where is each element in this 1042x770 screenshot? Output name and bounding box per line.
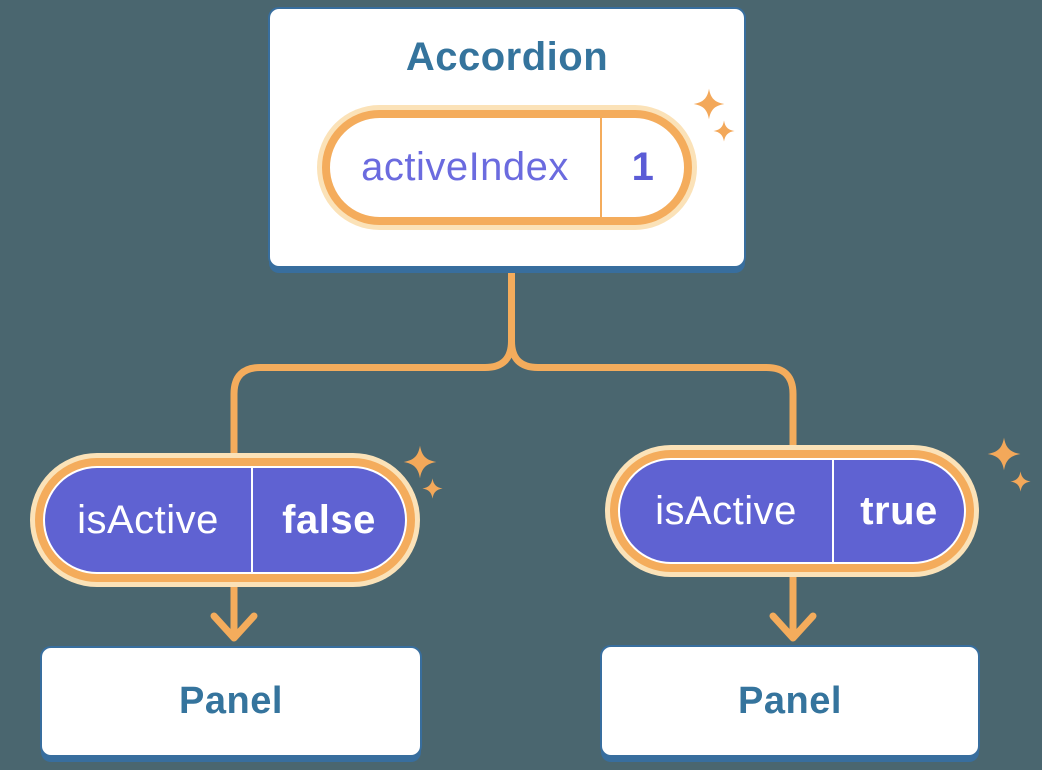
prop-pill-body: isActive false xyxy=(45,468,405,572)
sparkle-icon xyxy=(987,437,1021,471)
panel-card-left: Panel xyxy=(40,646,422,757)
arrowhead-right-icon xyxy=(769,612,817,642)
panel-label: Panel xyxy=(738,679,842,722)
connector-right-branch xyxy=(508,266,797,634)
state-pill-label: activeIndex xyxy=(361,145,569,189)
sparkle-icon xyxy=(713,120,735,142)
accordion-card-title: Accordion xyxy=(405,35,609,79)
sparkle-icon xyxy=(422,478,443,499)
state-pill-ring: activeIndex 1 xyxy=(322,110,692,225)
prop-pill-divider xyxy=(832,460,834,562)
state-pill-activeindex: activeIndex 1 xyxy=(317,105,697,230)
panel-label: Panel xyxy=(179,680,283,722)
sparkle-icon xyxy=(1010,471,1031,492)
sparkle-icon xyxy=(403,445,437,479)
panel-card-right: Panel xyxy=(600,645,980,757)
prop-pill-isactive-false: isActive false xyxy=(30,453,420,587)
prop-pill-body: isActive true xyxy=(620,460,964,562)
sparkle-icon xyxy=(693,88,725,120)
prop-pill-value: false xyxy=(282,497,376,542)
prop-pill-ring: isActive false xyxy=(35,458,415,582)
state-pill-divider xyxy=(600,118,602,217)
prop-pill-divider xyxy=(251,468,253,572)
prop-pill-label: isActive xyxy=(77,497,219,542)
accordion-card: Accordion activeIndex 1 xyxy=(268,7,746,268)
prop-pill-label: isActive xyxy=(655,488,797,533)
arrowhead-left-icon xyxy=(210,612,258,642)
prop-pill-isactive-true: isActive true xyxy=(605,445,979,577)
prop-pill-ring: isActive true xyxy=(610,450,974,572)
prop-pill-value: true xyxy=(860,488,938,533)
state-pill-value: 1 xyxy=(631,145,655,189)
